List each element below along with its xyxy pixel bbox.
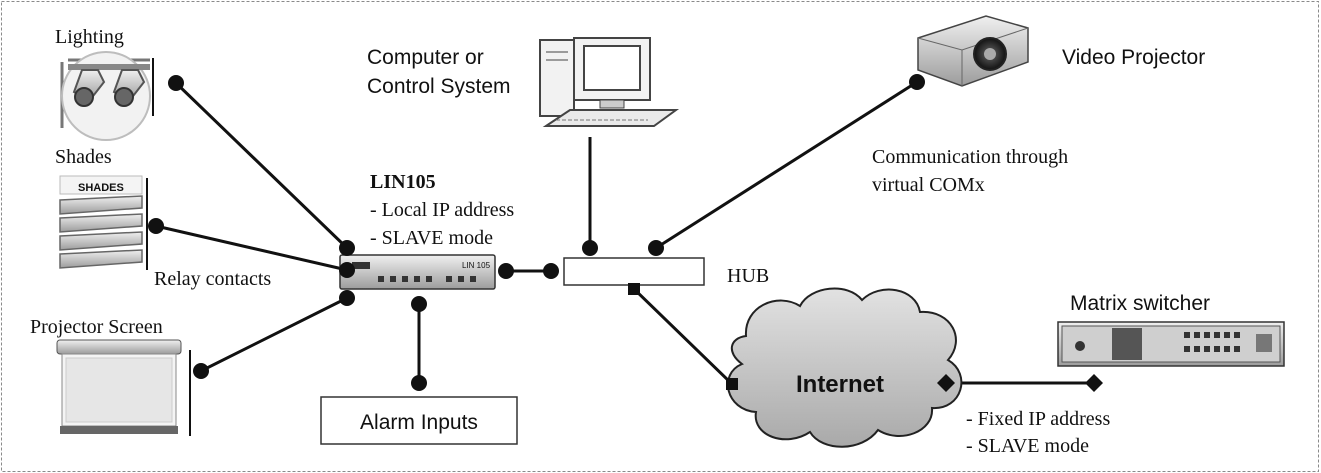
video-projector-device: [917, 15, 1029, 87]
connector-dot: [909, 74, 925, 90]
lighting-device: [60, 51, 154, 141]
comm-label-line2: virtual COMx: [872, 174, 985, 196]
lighting-label: Lighting: [55, 26, 124, 48]
wire-lighting: [174, 81, 349, 250]
connector-dot: [411, 296, 427, 312]
spotlight-right-icon: [112, 69, 146, 107]
matrix-switcher-label: Matrix switcher: [1070, 292, 1210, 315]
wire-shades: [155, 224, 348, 272]
shade-slats: [59, 195, 143, 269]
connector-dot: [411, 375, 427, 391]
internet-info-line1: - Fixed IP address: [966, 408, 1110, 430]
spotlight-left-icon: [72, 69, 106, 107]
connector-dot: [582, 240, 598, 256]
connectors: [148, 74, 1103, 392]
projector-screen-device: [56, 339, 191, 436]
shades-sign-text: SHADES: [78, 182, 124, 194]
wire-hub-internet: [632, 287, 734, 386]
internet-cloud: [726, 287, 963, 448]
internet-info-line2: - SLAVE mode: [966, 435, 1089, 457]
connector-dot: [648, 240, 664, 256]
lin105-line1: - Local IP address: [370, 199, 514, 221]
connector-diamond: [1085, 374, 1103, 392]
connector-square: [726, 378, 738, 390]
video-projector-label: Video Projector: [1062, 46, 1205, 69]
lin105-line2: - SLAVE mode: [370, 227, 493, 249]
computer-label-line1: Computer or: [367, 46, 484, 69]
matrix-buttons: [1184, 332, 1240, 352]
computer-label-line2: Control System: [367, 75, 511, 98]
lin105-front-text: LIN 105: [462, 261, 491, 270]
connector-dot: [339, 240, 355, 256]
alarm-inputs-box: [320, 396, 518, 445]
connector-dot: [543, 263, 559, 279]
connector-dot: [193, 363, 209, 379]
hub-device: [563, 257, 705, 286]
connector-dot: [148, 218, 164, 234]
wire-screen: [200, 296, 348, 373]
alarm-inputs-label: Alarm Inputs: [360, 411, 478, 434]
computer-device: [539, 37, 680, 127]
connector-dot: [339, 290, 355, 306]
relay-contacts-label: Relay contacts: [154, 268, 271, 290]
lin105-device: LIN 105: [339, 254, 496, 290]
projector-screen-label: Projector Screen: [30, 316, 163, 338]
matrix-switcher-device: [1057, 321, 1285, 367]
text-labels: Lighting Shades Projector Screen Relay c…: [30, 26, 1210, 457]
connector-dot: [339, 262, 355, 278]
internet-label: Internet: [796, 371, 884, 398]
hub-label: HUB: [727, 265, 769, 287]
comm-label-line1: Communication through: [872, 146, 1068, 168]
connector-dot: [498, 263, 514, 279]
connector-dot: [168, 75, 184, 91]
lin105-ports: [378, 276, 476, 282]
connector-diamond: [937, 374, 955, 392]
shades-device: SHADES: [59, 175, 148, 270]
shades-label: Shades: [55, 146, 112, 168]
lin105-title: LIN105: [370, 171, 436, 193]
wire-projector: [655, 80, 918, 250]
connector-square: [628, 283, 640, 295]
